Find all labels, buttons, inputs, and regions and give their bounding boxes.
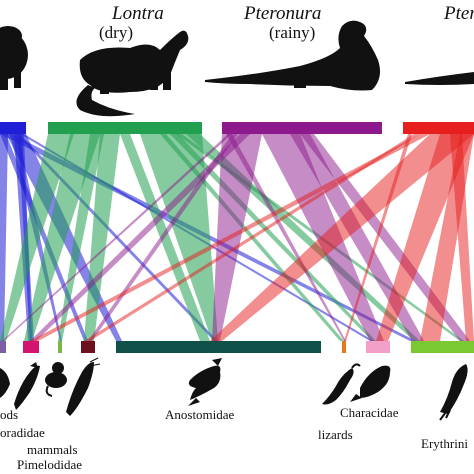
prey-label-loricariidae: oradidae <box>0 425 45 440</box>
prey-label-pimelodidae: Pimelodidae <box>17 457 82 472</box>
prey-label-crustaceans: ods <box>0 407 19 422</box>
prey-label-lizards: lizards <box>318 427 353 442</box>
prey-bar-7 <box>411 341 474 353</box>
trophic-link-23 <box>88 134 238 341</box>
predator-label-right: Pter <box>444 3 474 24</box>
loricariid-fish-icon <box>14 362 40 410</box>
prey-bar-6 <box>366 341 390 353</box>
prey-bar-0 <box>0 341 6 353</box>
prey-bar-4 <box>116 341 321 353</box>
erythrinid-shrimp-icon <box>439 364 468 421</box>
trophic-link-12 <box>58 134 104 341</box>
trophic-link-30 <box>30 134 430 341</box>
predator-bar-0 <box>0 122 26 134</box>
otter-icon-left <box>0 26 28 90</box>
trophic-link-32 <box>344 134 412 341</box>
mammal-icon <box>45 362 67 397</box>
trophic-links <box>0 134 474 341</box>
trophic-link-1 <box>0 134 8 341</box>
trophic-link-27 <box>210 134 474 341</box>
lizard-icon <box>322 363 361 405</box>
trophic-link-24 <box>300 134 470 341</box>
trophic-link-11 <box>24 134 100 341</box>
prey-label-characidae: Characidae <box>340 405 399 420</box>
trophic-link-25 <box>226 134 346 341</box>
prey-bar-2 <box>58 341 62 353</box>
predator-bar-2 <box>222 122 382 134</box>
characid-fish-icon <box>350 365 391 402</box>
pimelodid-fish-icon <box>66 357 101 416</box>
trophic-link-26 <box>2 134 232 341</box>
trophic-link-28 <box>376 134 474 341</box>
prey-bar-3 <box>81 341 95 353</box>
predator-bar-3 <box>403 122 474 134</box>
trophic-link-13 <box>84 134 120 341</box>
predator-season-lontra: (dry) <box>99 23 133 42</box>
otter-icon-lontra <box>76 30 189 117</box>
trophic-link-19 <box>212 134 262 341</box>
trophic-link-31 <box>84 134 420 341</box>
predator-bars <box>0 122 474 134</box>
anostomid-fish-icon <box>188 358 222 406</box>
trophic-link-33 <box>450 134 474 341</box>
otter-icon-right <box>405 72 474 85</box>
prey-label-erythrinidae: Erythrini <box>421 436 468 451</box>
prey-label-anostomidae: Anostomidae <box>165 407 235 422</box>
prey-bar-1 <box>23 341 39 353</box>
predator-label-pteronura: Pteronura <box>244 3 322 24</box>
crustacean-icon <box>0 368 10 398</box>
prey-bars <box>0 341 474 353</box>
prey-bar-5 <box>342 341 346 353</box>
predator-bar-1 <box>48 122 202 134</box>
otter-icon-pteronura <box>205 20 380 91</box>
predator-season-pteronura: (rainy) <box>269 23 316 42</box>
trophic-link-22 <box>30 134 250 341</box>
trophic-link-10 <box>0 134 74 341</box>
prey-label-mammals: mammals <box>27 442 78 457</box>
predator-label-lontra: Lontra <box>112 3 164 24</box>
